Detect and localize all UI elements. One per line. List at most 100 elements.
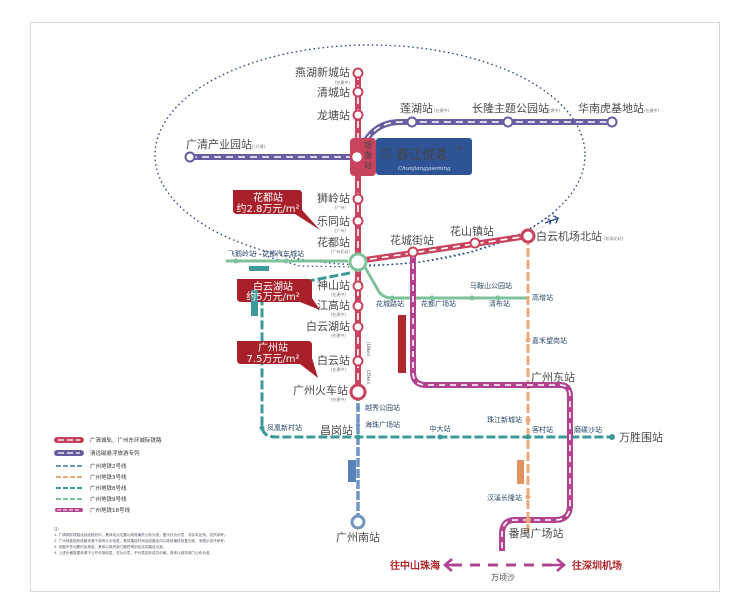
station-guangqing-park: 广清产业园站 — [186, 137, 252, 151]
station-shenshan-note: (在建中) — [331, 291, 347, 297]
brand-box — [376, 138, 472, 175]
station-kecun: 客村站 — [532, 425, 553, 434]
footnote-line-3: 3. 本图不作为要约及承诺，具体以政府部门最终规划及实际建设为准。 — [54, 544, 166, 549]
legend-label-tourism: 清远磁悬浮旅游专列 — [90, 449, 140, 457]
station-guangzhou-east: 广州东站 — [531, 370, 575, 384]
station-lianhu-note: (在建中) — [434, 107, 450, 113]
brand-pinyin: Chunjiangyueming — [398, 166, 451, 172]
station-airport-north: 白云机场北站 — [536, 229, 602, 243]
station-baiyunhu-note: (在建中) — [331, 332, 347, 338]
station-jiahe: 嘉禾望岗站 — [532, 336, 567, 345]
station-marker-huashan — [469, 237, 481, 249]
station-gaozeng: 高增站 — [532, 293, 553, 302]
metro-18-tag — [398, 315, 406, 373]
station-huadu-note: (广州北站) — [331, 248, 351, 254]
legend-label-metro-3: 广州地铁3号线 — [90, 473, 127, 481]
price-value-guangzhou: 7.5万元/m² — [246, 354, 299, 365]
metro-3-station-dots — [525, 337, 531, 523]
station-zhongda: 中大站 — [430, 424, 451, 433]
price-value-baiyunhu: 约5万元/m² — [246, 290, 299, 303]
station-baiyunhu: 白云湖站 — [306, 319, 350, 333]
brand-badge: 贰 — [457, 145, 462, 152]
arrow-right-icon — [549, 558, 566, 572]
legend-label-metro-8: 广州地铁8号线 — [90, 484, 127, 492]
brand-developer-line1: 碧桂 — [381, 147, 391, 154]
metro-8-tag — [251, 290, 258, 316]
station-baiyun-note: (在建中) — [331, 366, 347, 372]
footnote-line-1: 1. 广清城际铁路北延段规划中，具体站点位置以政府最终公布为准，图示仅为示意，非… — [54, 532, 227, 537]
metro-8-station-dots — [259, 425, 615, 440]
station-marker-guangqing-park — [184, 151, 196, 163]
station-maanshan: 马鞍山公园站 — [470, 281, 512, 290]
metro-3-tag — [517, 460, 524, 484]
station-marker-huadu — [348, 252, 368, 272]
metro-9-tag — [249, 266, 269, 271]
station-wansheng: 万胜围站 — [619, 430, 663, 444]
legend-label-intercity: 广清城轨、广州东环城际铁路 — [90, 436, 162, 444]
station-changlong-note: (在建中) — [545, 107, 561, 113]
price-station-guangzhou: 广州站 — [258, 341, 288, 354]
station-marker-guangzhou-south — [350, 514, 366, 530]
station-marker-longtang — [352, 109, 364, 121]
intercity-distance-1: (18km) — [366, 342, 371, 357]
price-station-baiyunhu: 白云湖站 — [253, 280, 293, 293]
legend-label-metro-18: 广州地铁18号线 — [90, 506, 130, 514]
price-callout-huadu — [233, 190, 320, 230]
footnote-line-2: 2. 广州地铁规划线路来源于政府公示信息，具体建设时间及线路走向以政府最终批复为… — [54, 538, 227, 543]
footnote-title: 注： — [54, 526, 61, 531]
station-marker-shiling — [352, 193, 364, 205]
price-callout-baiyunhu — [237, 279, 320, 310]
station-shiling-note: (广州) — [335, 204, 347, 210]
legend-label-metro-2: 广州地铁2号线 — [90, 462, 127, 470]
station-huanan-tiger: 华南虎基地站 — [578, 101, 644, 115]
intercity-distance-2: (25km) — [366, 370, 371, 385]
yinzhan-station-label: 银盏站 — [364, 140, 372, 170]
station-jianggao-note: (在建中) — [331, 311, 347, 317]
station-marker-baiyun — [352, 355, 364, 367]
station-haizhu: 海珠广场站 — [365, 420, 400, 429]
direction-left-label: 往中山珠海 — [390, 559, 440, 572]
metro-2-station-dots — [355, 405, 361, 428]
station-letong: 乐同站 — [317, 214, 350, 228]
station-letong-note: (广州) — [335, 227, 347, 233]
airport-dotted-line-2 — [254, 252, 361, 268]
arrow-left-icon — [443, 558, 460, 572]
station-guangzhou-rail-note: (在建中) — [331, 396, 347, 402]
qingyuan-area-ellipse — [154, 44, 586, 266]
brand-project-name: 春江悦茗 — [396, 148, 448, 163]
station-marker-guangzhou-rail — [349, 383, 367, 401]
station-hanxi: 汉溪长隆站 — [487, 493, 522, 502]
station-lianhu: 莲湖站 — [400, 101, 433, 115]
station-marker-lianhu — [406, 116, 418, 128]
legend-label-metro-9: 广州地铁9号线 — [90, 495, 127, 503]
metro-2-tag — [348, 460, 356, 482]
station-marker-baiyunhu — [352, 321, 364, 333]
station-yanhu-note: (在建中) — [335, 79, 351, 85]
station-baiyun: 白云站 — [317, 353, 350, 367]
station-longtang: 龙塘站 — [317, 108, 350, 122]
station-marker-changlong — [502, 116, 514, 128]
brand-developer-line2: 时代 — [381, 154, 391, 161]
station-zhujiang: 珠江新城站 — [487, 415, 522, 424]
station-marker-jianggao — [352, 300, 364, 312]
direction-right-label: 往深圳机场 — [572, 559, 622, 572]
station-marker-yanhu — [352, 67, 364, 79]
station-yanhu: 燕湖新城站 — [295, 65, 350, 79]
station-wanqingsha: 万顷沙 — [491, 573, 515, 582]
tourism-station-markers — [184, 116, 618, 163]
station-huanan-tiger-note: (在建中) — [644, 107, 660, 113]
station-marker-qingcheng — [352, 86, 364, 98]
station-panyu: 番禺广场站 — [509, 526, 564, 540]
station-marker-airport-north — [520, 228, 536, 244]
airplane-icon — [529, 215, 560, 233]
station-shenshan: 神山站 — [317, 278, 350, 292]
yinzhan-hub-marker — [349, 149, 365, 165]
station-qingcheng: 清城站 — [317, 85, 350, 99]
station-lietang: 磨碟沙站 — [574, 425, 602, 434]
legend-swatches — [54, 437, 84, 512]
station-guangqing-park-note: (已开通) — [250, 143, 266, 149]
footnote-line-4: 4. 上述价格数据来源于公开市场信息，仅为示意，不代表实际成交价格，具体以相关部… — [54, 550, 213, 555]
station-changgang: 昌岗站 — [320, 423, 353, 437]
